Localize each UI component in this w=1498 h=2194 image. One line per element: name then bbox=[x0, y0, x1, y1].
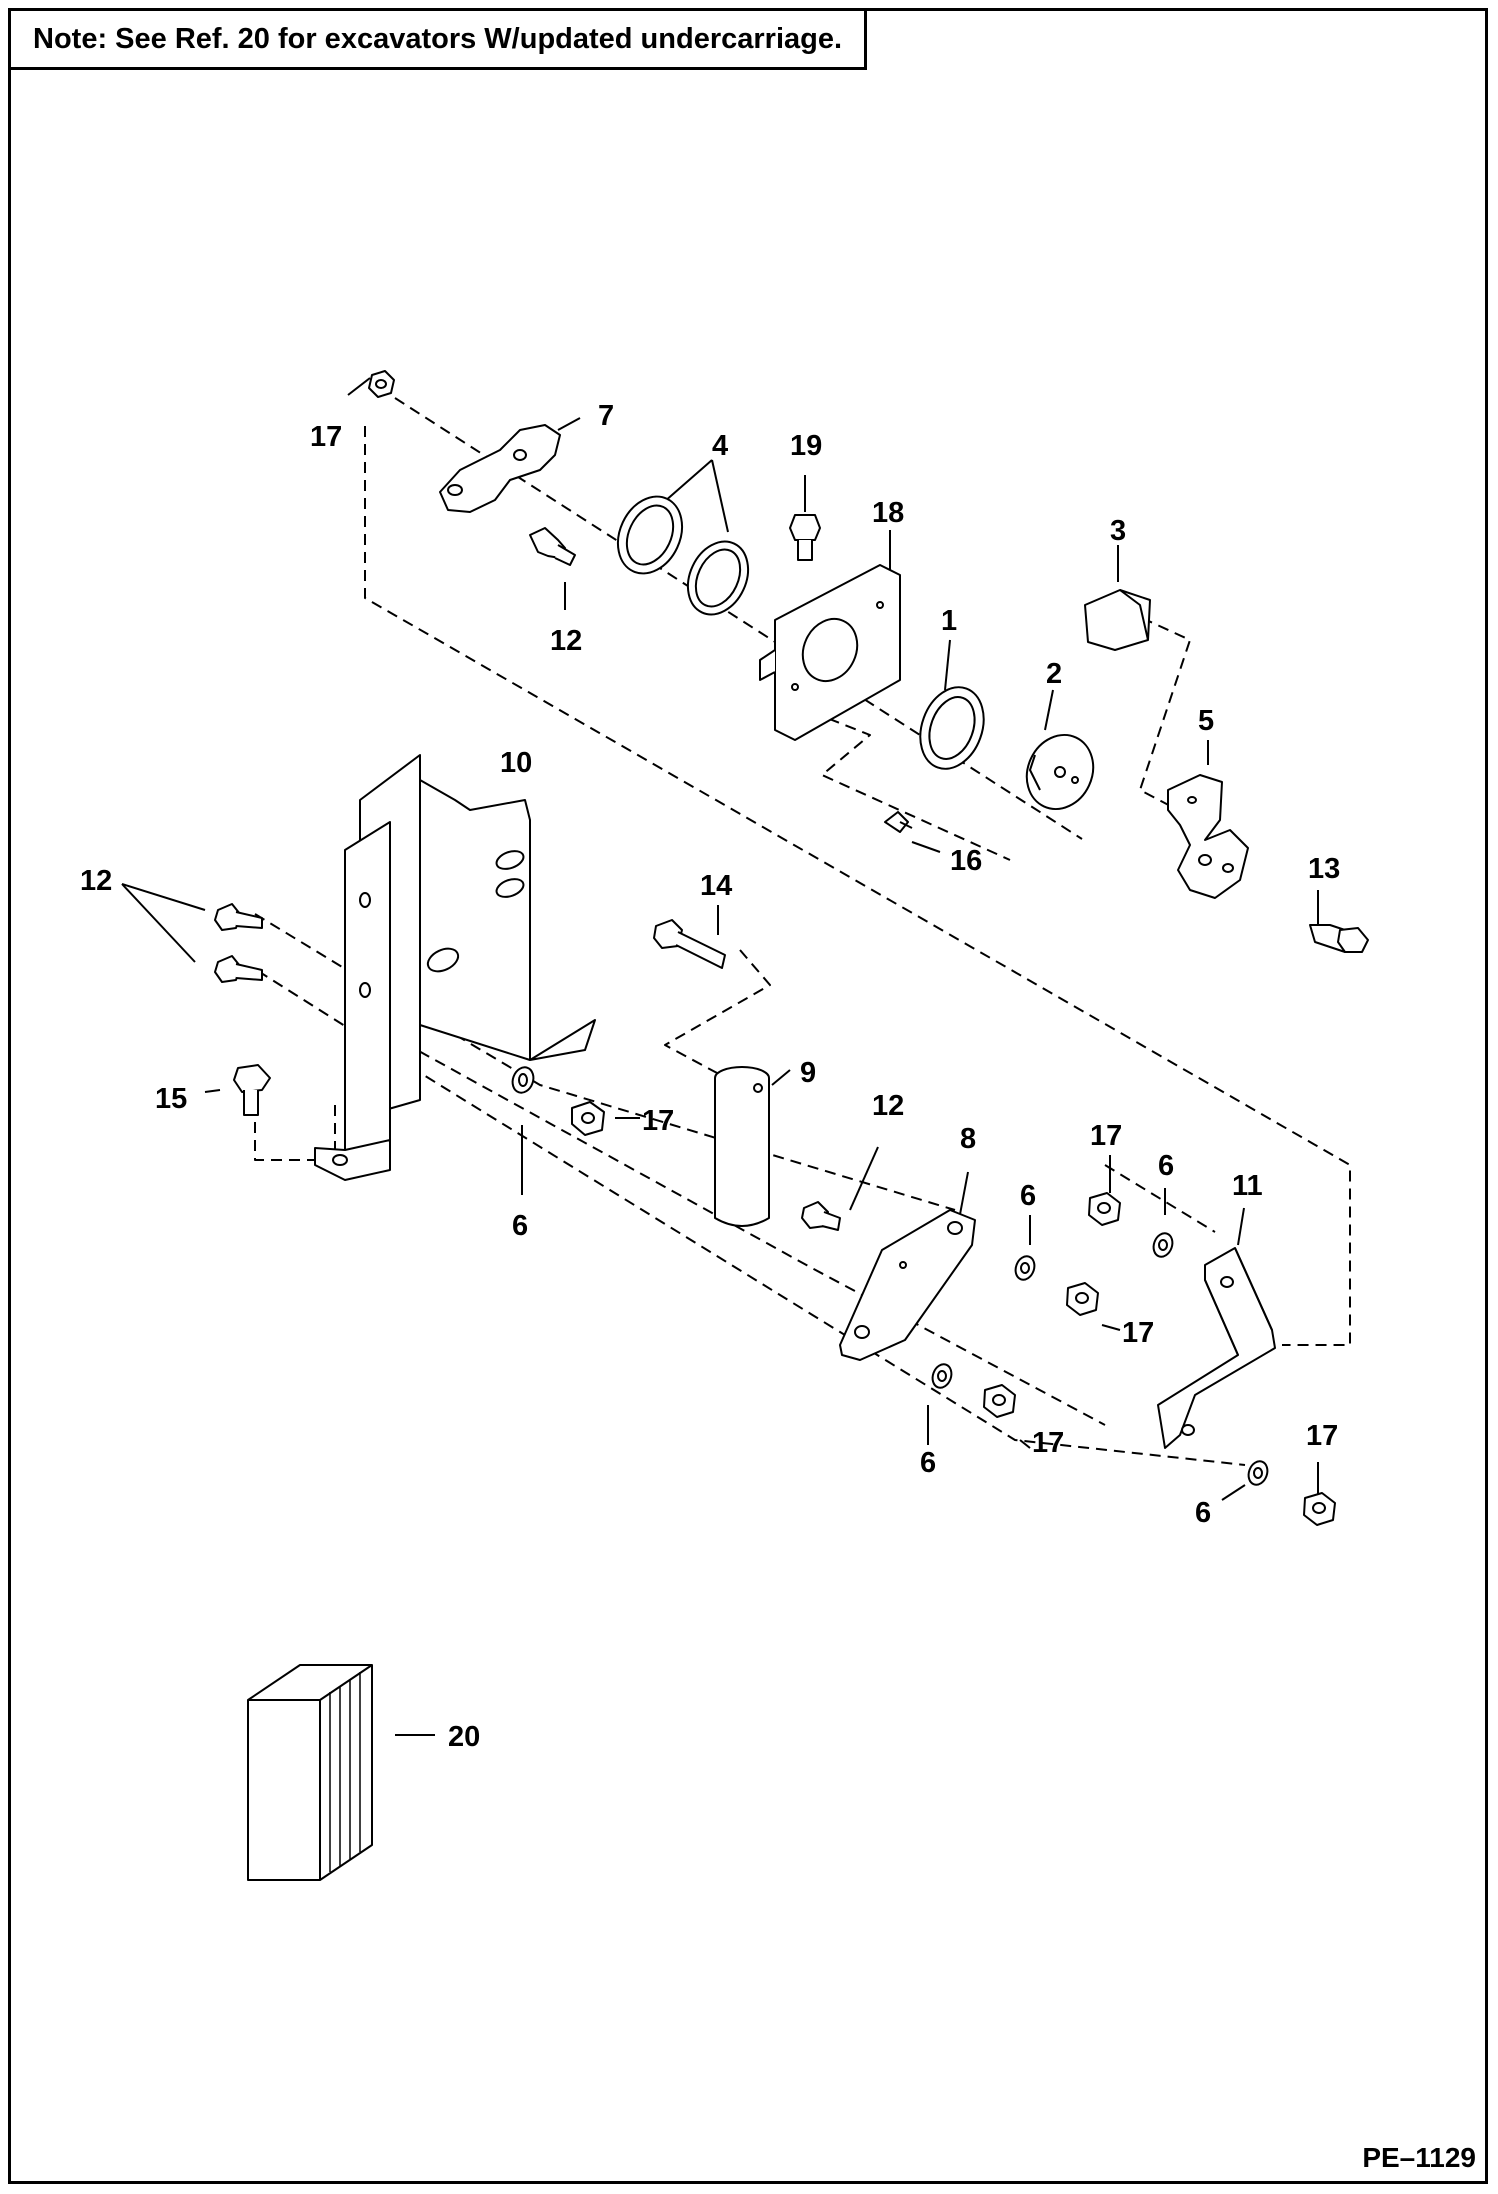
leader-lines bbox=[121, 377, 1319, 1736]
callout-11: 11 bbox=[1232, 1170, 1263, 1202]
callout-18: 18 bbox=[872, 497, 904, 529]
callout-16: 16 bbox=[950, 845, 982, 877]
callout-6: 6 bbox=[1195, 1497, 1211, 1529]
part-9-pin bbox=[714, 1066, 770, 1227]
callout-10: 10 bbox=[500, 747, 532, 779]
callout-2: 2 bbox=[1046, 658, 1062, 690]
part-17-nut-d bbox=[1088, 1192, 1121, 1226]
part-17-nut-f bbox=[1303, 1492, 1336, 1526]
part-12-bolt-left-b bbox=[214, 955, 263, 983]
figure-reference: PE–1129 bbox=[1362, 2142, 1476, 2173]
callout-7: 7 bbox=[598, 400, 614, 432]
part-6-washer-c bbox=[1152, 1232, 1174, 1258]
callout-17: 17 bbox=[1306, 1420, 1338, 1452]
callout-12: 12 bbox=[550, 625, 582, 657]
callout-6: 6 bbox=[1020, 1180, 1036, 1212]
callout-17: 17 bbox=[1032, 1427, 1064, 1459]
part-12-bolt-mid bbox=[801, 1201, 841, 1231]
callout-17: 17 bbox=[1122, 1317, 1154, 1349]
callout-9: 9 bbox=[800, 1057, 816, 1089]
part-14-bolt bbox=[653, 919, 726, 969]
part-20-block bbox=[247, 1664, 373, 1881]
callout-13: 13 bbox=[1308, 853, 1340, 885]
callouts: 17 7 4 19 18 3 12 1 2 5 10 16 13 12 14 1… bbox=[80, 400, 1340, 1753]
callout-12: 12 bbox=[80, 865, 112, 897]
part-15-bolt bbox=[233, 1064, 271, 1116]
callout-1: 1 bbox=[941, 605, 957, 637]
part-6-washer-a bbox=[511, 1066, 535, 1094]
note-banner: Note: See Ref. 20 for excavators W/updat… bbox=[8, 8, 868, 70]
part-6-washer-b bbox=[1014, 1255, 1036, 1281]
callout-17: 17 bbox=[310, 421, 342, 453]
part-6-washer-e bbox=[1247, 1460, 1269, 1486]
callout-20: 20 bbox=[448, 1721, 480, 1753]
callout-6: 6 bbox=[512, 1210, 528, 1242]
callout-12: 12 bbox=[872, 1090, 904, 1122]
callout-6: 6 bbox=[1158, 1150, 1174, 1182]
part-12-bolt-left-a bbox=[214, 903, 263, 931]
callout-3: 3 bbox=[1110, 515, 1126, 547]
callout-6: 6 bbox=[920, 1447, 936, 1479]
callout-17: 17 bbox=[642, 1105, 674, 1137]
callout-5: 5 bbox=[1198, 705, 1214, 737]
part-2-disc bbox=[1025, 734, 1095, 810]
part-3-knob bbox=[1084, 589, 1151, 651]
callout-19: 19 bbox=[790, 430, 822, 462]
callout-14: 14 bbox=[700, 870, 732, 902]
part-19-bolt bbox=[789, 514, 821, 561]
callout-4: 4 bbox=[712, 430, 728, 462]
part-13-bolt bbox=[1309, 924, 1369, 953]
part-1-ring bbox=[919, 686, 985, 770]
callout-17: 17 bbox=[1090, 1120, 1122, 1152]
part-11-bracket bbox=[1157, 1247, 1276, 1449]
part-17-nut-c bbox=[1066, 1282, 1099, 1316]
part-7-plate bbox=[439, 424, 561, 513]
part-12-bolt-top bbox=[529, 527, 576, 566]
part-10-bracket bbox=[314, 754, 596, 1181]
part-17-nut-b bbox=[571, 1101, 605, 1136]
part-5-bracket bbox=[1167, 774, 1249, 899]
part-4-ring-a bbox=[616, 495, 684, 575]
part-18-plate bbox=[759, 564, 901, 741]
part-16-screw bbox=[884, 811, 913, 833]
part-4-ring-b bbox=[686, 540, 750, 616]
part-17-nut-top bbox=[368, 370, 395, 398]
part-17-nut-e bbox=[983, 1384, 1016, 1418]
callout-15: 15 bbox=[155, 1083, 187, 1115]
callout-8: 8 bbox=[960, 1123, 976, 1155]
part-6-washer-d bbox=[931, 1363, 953, 1389]
part-8-plate bbox=[839, 1209, 976, 1361]
